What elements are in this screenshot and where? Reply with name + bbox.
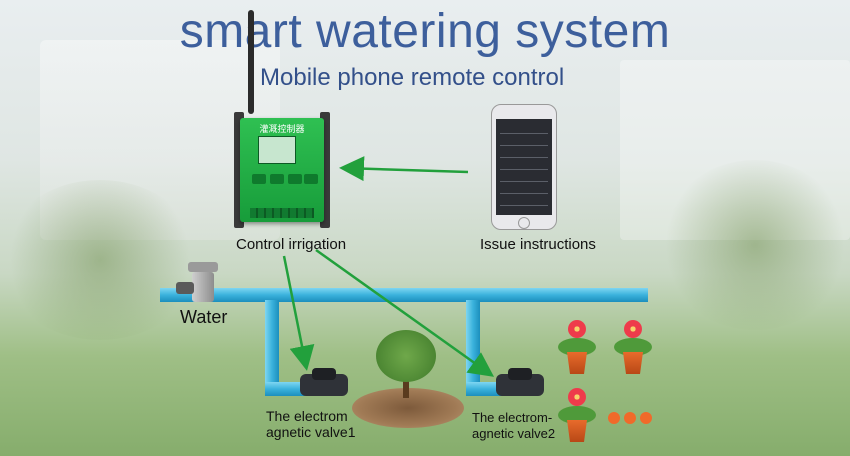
controller-screen: [258, 136, 296, 164]
solenoid-valve-icon: [300, 368, 348, 398]
main-water-pipe: [160, 288, 648, 302]
valve2-label-line1: The electrom-: [472, 410, 553, 425]
page-title: smart watering system: [179, 5, 671, 58]
tree-icon: [376, 330, 436, 382]
arrow-controller-to-valve2: [315, 248, 495, 377]
controller-bracket-right: [320, 112, 330, 228]
valve2-label: The electrom- agnetic valve2: [472, 410, 555, 442]
water-label: Water: [180, 307, 228, 327]
controller-bracket-left: [234, 112, 244, 228]
page-subtitle: Mobile phone remote control: [260, 64, 565, 91]
flower-pot-icon: [612, 316, 654, 376]
controller-body: 灌溉控制器: [240, 118, 324, 222]
flower-pot-icon: [556, 316, 598, 376]
solenoid-valve-icon: [496, 368, 544, 398]
tree-trunk: [403, 374, 409, 398]
pipe-to-valve1: [265, 382, 305, 396]
phone-home-button: [518, 217, 530, 229]
phone-icon: [491, 104, 557, 230]
issue-instructions-label: Issue instructions: [480, 236, 596, 253]
valve1-label-line2: agnetic valve1: [266, 424, 356, 440]
water-tap-icon: [176, 258, 228, 304]
valve1-label: The electrom agnetic valve1: [266, 408, 356, 440]
antenna-icon: [248, 10, 254, 114]
ellipsis-dot: [608, 412, 620, 424]
controller-button: [270, 174, 284, 184]
controller-terminal-block: [250, 208, 314, 218]
background-tree: [0, 180, 200, 340]
flower-pot-icon: [556, 384, 598, 444]
ellipsis-dot: [640, 412, 652, 424]
arrow-phone-to-controller: [339, 156, 469, 182]
arrow-controller-to-valve1: [282, 255, 315, 371]
controller-device-icon: 灌溉控制器: [234, 112, 330, 228]
ellipsis-dot: [624, 412, 636, 424]
valve1-label-line1: The electrom: [266, 408, 348, 424]
control-irrigation-label: Control irrigation: [236, 236, 347, 253]
controller-title: 灌溉控制器: [259, 124, 305, 134]
controller-button: [288, 174, 302, 184]
controller-button: [252, 174, 266, 184]
valve2-label-line2: agnetic valve2: [472, 426, 556, 441]
pipe-branch-left: [265, 300, 279, 396]
controller-button: [304, 174, 318, 184]
background-tree: [660, 160, 850, 330]
phone-screen: [496, 119, 552, 215]
